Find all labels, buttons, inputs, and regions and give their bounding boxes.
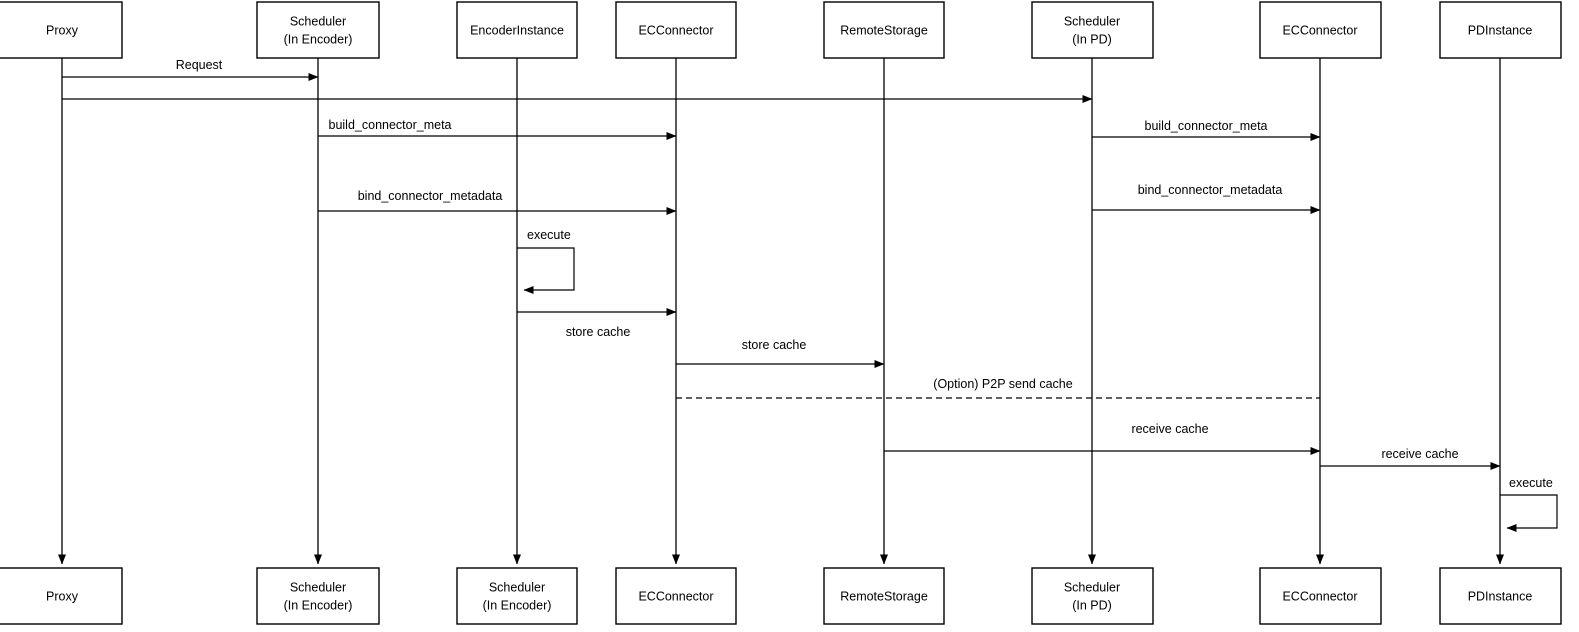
participant-box-ecconn_r-header: ECConnector <box>1259 1 1382 59</box>
message-label: receive cache <box>1131 422 1208 436</box>
message-m11: receive cache <box>1320 447 1501 470</box>
participant-label-line1: Proxy <box>46 589 79 603</box>
message-label: store cache <box>566 325 631 339</box>
participant-box-rect <box>456 567 578 625</box>
message-label: build_connector_meta <box>329 118 452 132</box>
self-message-label: execute <box>527 228 571 242</box>
self-message-s2: execute <box>1500 476 1558 532</box>
participant-box-sched_enc-header: Scheduler (In Encoder) <box>256 1 380 59</box>
participant-box-rect <box>823 567 945 625</box>
participant-box-rect <box>1031 567 1154 625</box>
self-message-loop <box>1500 494 1558 532</box>
participant-box-proxy-footer: Proxy <box>0 567 123 625</box>
message-label: Request <box>176 58 223 72</box>
message-m5: bind_connector_metadata <box>318 189 677 215</box>
self-message-loop <box>517 247 575 294</box>
participant-label-line1: PDInstance <box>1468 23 1533 37</box>
participant-label-line1: Scheduler <box>489 580 545 594</box>
participant-box-encoderinst-footer: Scheduler (In Encoder) <box>456 567 578 625</box>
participant-label-line1: Scheduler <box>290 580 346 594</box>
participant-box-rect <box>823 1 945 59</box>
message-label: receive cache <box>1381 447 1458 461</box>
message-m4: build_connector_meta <box>1092 119 1321 141</box>
participant-label-line2: (In Encoder) <box>483 598 552 612</box>
self-message-s1: execute <box>517 228 575 294</box>
participant-box-pdinstance-header: PDInstance <box>1439 1 1562 59</box>
participant-box-rect <box>256 567 380 625</box>
participant-box-rect <box>1259 1 1382 59</box>
participant-label-line2: (In Encoder) <box>284 598 353 612</box>
participant-box-ecconn_l-header: ECConnector <box>615 1 737 59</box>
participant-box-ecconn_r-footer: ECConnector <box>1259 567 1382 625</box>
participant-label-line1: Scheduler <box>290 14 346 28</box>
participant-box-rect <box>1439 1 1562 59</box>
participant-label-line2: (In PD) <box>1072 598 1112 612</box>
participant-box-rect <box>615 1 737 59</box>
participant-label-line1: ECConnector <box>1282 23 1357 37</box>
participant-box-sched_pd-footer: Scheduler (In PD) <box>1031 567 1154 625</box>
participant-box-sched_enc-footer: Scheduler (In Encoder) <box>256 567 380 625</box>
message-m7: store cache <box>517 308 677 339</box>
participant-label-line1: Proxy <box>46 23 79 37</box>
participant-label-line1: RemoteStorage <box>840 23 928 37</box>
messages-layer: Request build_connector_meta build_connect… <box>62 58 1501 470</box>
participant-label-line1: EncoderInstance <box>470 23 564 37</box>
participant-box-remotestorage-footer: RemoteStorage <box>823 567 945 625</box>
participant-box-rect <box>1439 567 1562 625</box>
message-label: bind_connector_metadata <box>1138 183 1283 197</box>
participant-box-proxy-header: Proxy <box>0 1 123 59</box>
header-participant-boxes: Proxy Scheduler (In Encoder) EncoderInstanc… <box>0 1 1562 59</box>
message-m3: build_connector_meta <box>318 118 677 140</box>
participant-box-rect <box>615 567 737 625</box>
participant-box-rect <box>1259 567 1382 625</box>
message-m10: receive cache <box>884 422 1321 455</box>
participant-box-encoderinst-header: EncoderInstance <box>456 1 578 59</box>
lifelines-layer <box>58 58 1504 565</box>
participant-box-rect <box>0 1 123 59</box>
message-label: (Option) P2P send cache <box>933 377 1072 391</box>
participant-label-line2: (In Encoder) <box>284 32 353 46</box>
participant-label-line1: PDInstance <box>1468 589 1533 603</box>
participant-label-line2: (In PD) <box>1072 32 1112 46</box>
participant-box-pdinstance-footer: PDInstance <box>1439 567 1562 625</box>
participant-label-line1: ECConnector <box>638 589 713 603</box>
self-messages-layer: execute execute <box>517 228 1558 532</box>
message-label: bind_connector_metadata <box>358 189 503 203</box>
message-label: store cache <box>742 338 807 352</box>
participant-label-line1: ECConnector <box>638 23 713 37</box>
message-label: build_connector_meta <box>1145 119 1268 133</box>
participant-label-line1: RemoteStorage <box>840 589 928 603</box>
participant-label-line1: ECConnector <box>1282 589 1357 603</box>
participant-box-remotestorage-header: RemoteStorage <box>823 1 945 59</box>
message-m8: store cache <box>676 338 885 368</box>
participant-box-sched_pd-header: Scheduler (In PD) <box>1031 1 1154 59</box>
participant-box-ecconn_l-footer: ECConnector <box>615 567 737 625</box>
participant-box-rect <box>256 1 380 59</box>
participant-box-rect <box>1031 1 1154 59</box>
footer-participant-boxes: Proxy Scheduler (In Encoder) Scheduler (In E… <box>0 567 1562 625</box>
message-m6: bind_connector_metadata <box>1092 183 1321 214</box>
participant-box-rect <box>456 1 578 59</box>
participant-box-rect <box>0 567 123 625</box>
participant-label-line1: Scheduler <box>1064 14 1120 28</box>
message-m9: (Option) P2P send cache <box>676 377 1320 399</box>
self-message-label: execute <box>1509 476 1553 490</box>
message-m1: Request <box>62 58 319 81</box>
participant-label-line1: Scheduler <box>1064 580 1120 594</box>
